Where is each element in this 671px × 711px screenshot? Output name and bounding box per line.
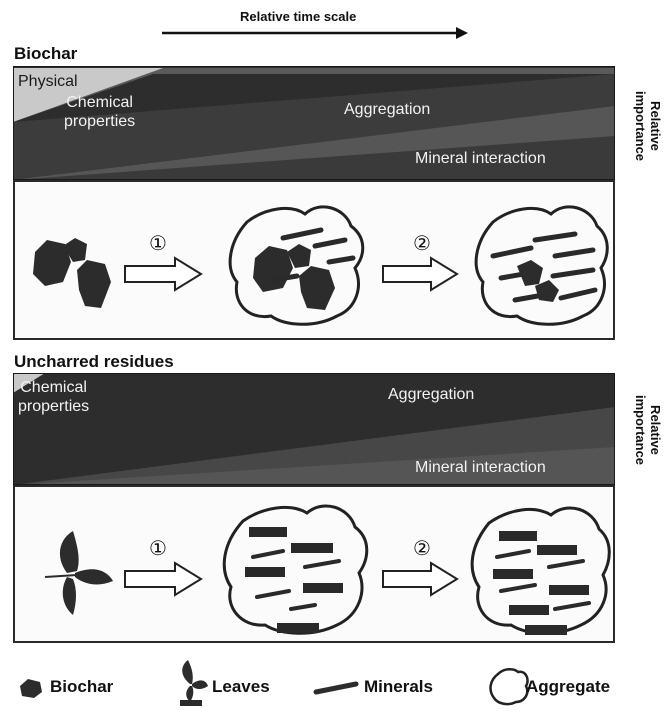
minerals-icon bbox=[312, 678, 360, 698]
biochar-panel-title: Biochar bbox=[14, 44, 77, 64]
biochar-particle-icon bbox=[33, 238, 111, 308]
uncharred-step-2-arrow bbox=[383, 563, 457, 595]
leaf-fragments-in-aggregate-icon bbox=[245, 527, 343, 633]
biochar-step-1-arrow bbox=[125, 258, 201, 290]
leaf-fragments-in-aggregate-icon bbox=[493, 531, 589, 635]
legend: Biochar Leaves Minerals Aggregate bbox=[0, 656, 671, 711]
biochar-step-2-label: ② bbox=[413, 231, 431, 255]
time-scale-label: Relative time scale bbox=[240, 9, 356, 24]
uncharred-process-illustration: ① ② bbox=[15, 487, 613, 641]
uncharred-step-1-arrow bbox=[125, 563, 201, 595]
legend-minerals-label: Minerals bbox=[364, 677, 433, 697]
leaf-icon bbox=[45, 531, 113, 615]
biochar-fragment-icon bbox=[517, 260, 559, 302]
uncharred-panel-title: Uncharred residues bbox=[14, 352, 174, 372]
uncharred-relative-importance-label: Relative importance bbox=[638, 380, 658, 480]
uncharred-step-1-label: ① bbox=[149, 536, 167, 560]
biochar-chemical-label: Chemical properties bbox=[64, 93, 135, 131]
leaves-icon bbox=[172, 658, 208, 706]
uncharred-aggregation-label: Aggregation bbox=[388, 385, 474, 404]
biochar-step-2-arrow bbox=[383, 258, 457, 290]
legend-leaves-label: Leaves bbox=[212, 677, 270, 697]
aggregate-outline-icon bbox=[476, 207, 607, 324]
biochar-step-1-label: ① bbox=[149, 231, 167, 255]
time-scale-arrow bbox=[160, 26, 470, 40]
legend-aggregate-label: Aggregate bbox=[526, 677, 610, 697]
biochar-aggregation-label: Aggregation bbox=[344, 100, 430, 119]
biochar-mineral-label: Mineral interaction bbox=[415, 149, 546, 168]
biochar-icon bbox=[16, 676, 44, 700]
minerals-in-aggregate-icon bbox=[253, 551, 339, 609]
biochar-relative-importance-label: Relative importance bbox=[638, 76, 658, 176]
uncharred-step-2-label: ② bbox=[413, 536, 431, 560]
biochar-physical-label: Physical bbox=[18, 72, 78, 91]
legend-biochar-label: Biochar bbox=[50, 677, 113, 697]
uncharred-chemical-label: Chemical properties bbox=[18, 378, 89, 416]
biochar-process-box: ① ② bbox=[13, 180, 615, 340]
minerals-in-aggregate-icon bbox=[497, 551, 589, 609]
uncharred-mineral-label: Mineral interaction bbox=[415, 458, 546, 477]
uncharred-process-box: ① ② bbox=[13, 485, 615, 643]
biochar-process-illustration: ① ② bbox=[15, 182, 613, 338]
aggregate-icon bbox=[488, 666, 530, 706]
